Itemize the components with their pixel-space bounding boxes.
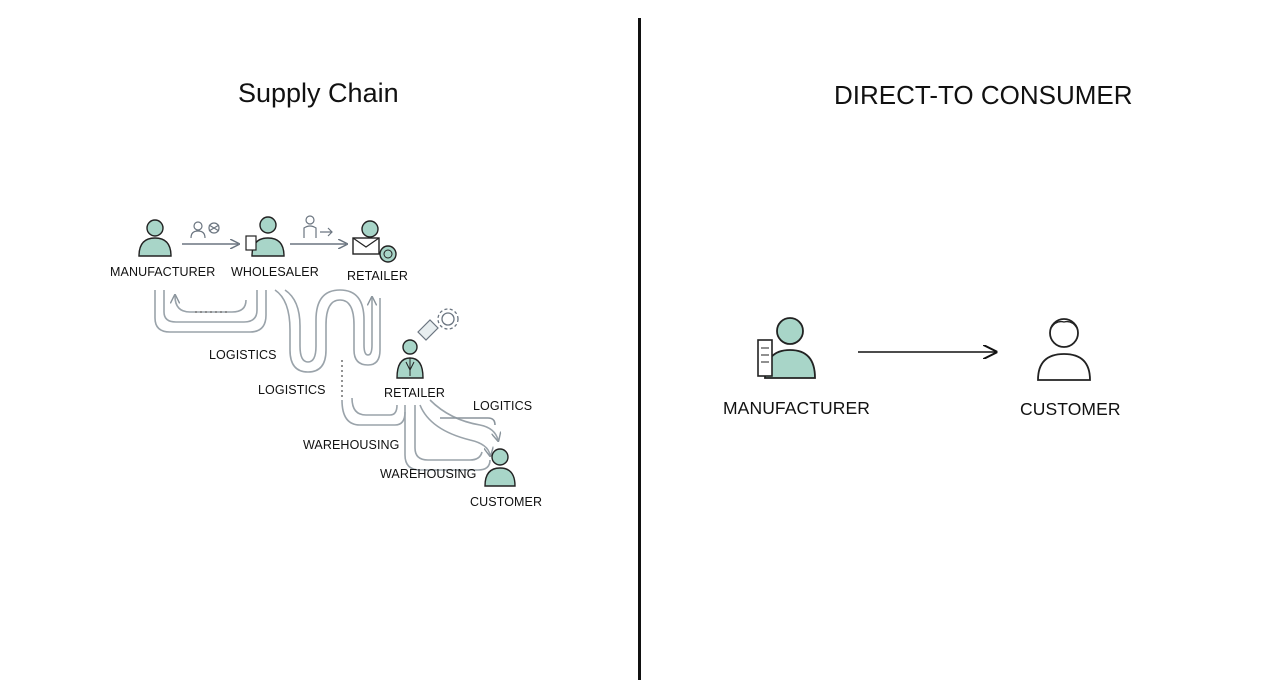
- label-logistics-2: LOGISTICS: [258, 383, 326, 397]
- label-warehousing-2: WAREHOUSING: [380, 467, 477, 481]
- tag-icon: [417, 319, 439, 341]
- dtc-title: DIRECT-TO CONSUMER: [834, 80, 1133, 110]
- dtc-customer-person-icon: [1037, 318, 1091, 381]
- customer-person-icon: [484, 448, 516, 487]
- logistics-paths: [154, 289, 498, 471]
- dtc-label-customer: CUSTOMER: [1020, 399, 1121, 419]
- label-wholesaler: WHOLESALER: [231, 265, 319, 279]
- label-retailer-top: RETAILER: [347, 269, 408, 283]
- dtc-manufacturer-person-icon: [757, 317, 816, 379]
- retailer-box-icon: [352, 220, 397, 263]
- people-icon: [190, 221, 220, 239]
- label-warehousing-1: WAREHOUSING: [303, 438, 400, 452]
- handoff-icon: [303, 215, 333, 238]
- gear-icon: [437, 308, 459, 330]
- label-customer: CUSTOMER: [470, 495, 543, 509]
- supply-chain-title: Supply Chain: [238, 78, 399, 108]
- wholesaler-person-icon: [245, 216, 285, 257]
- label-retailer-mid: RETAILER: [384, 386, 445, 400]
- label-manufacturer: MANUFACTURER: [110, 265, 216, 279]
- manufacturer-person-icon: [138, 219, 172, 257]
- retailer-agent-icon: [396, 339, 424, 379]
- label-logistics-3: LOGITICS: [473, 399, 533, 413]
- label-logistics-1: LOGISTICS: [209, 348, 277, 362]
- panel-divider: [638, 18, 641, 680]
- dtc-label-manufacturer: MANUFACTURER: [723, 398, 871, 418]
